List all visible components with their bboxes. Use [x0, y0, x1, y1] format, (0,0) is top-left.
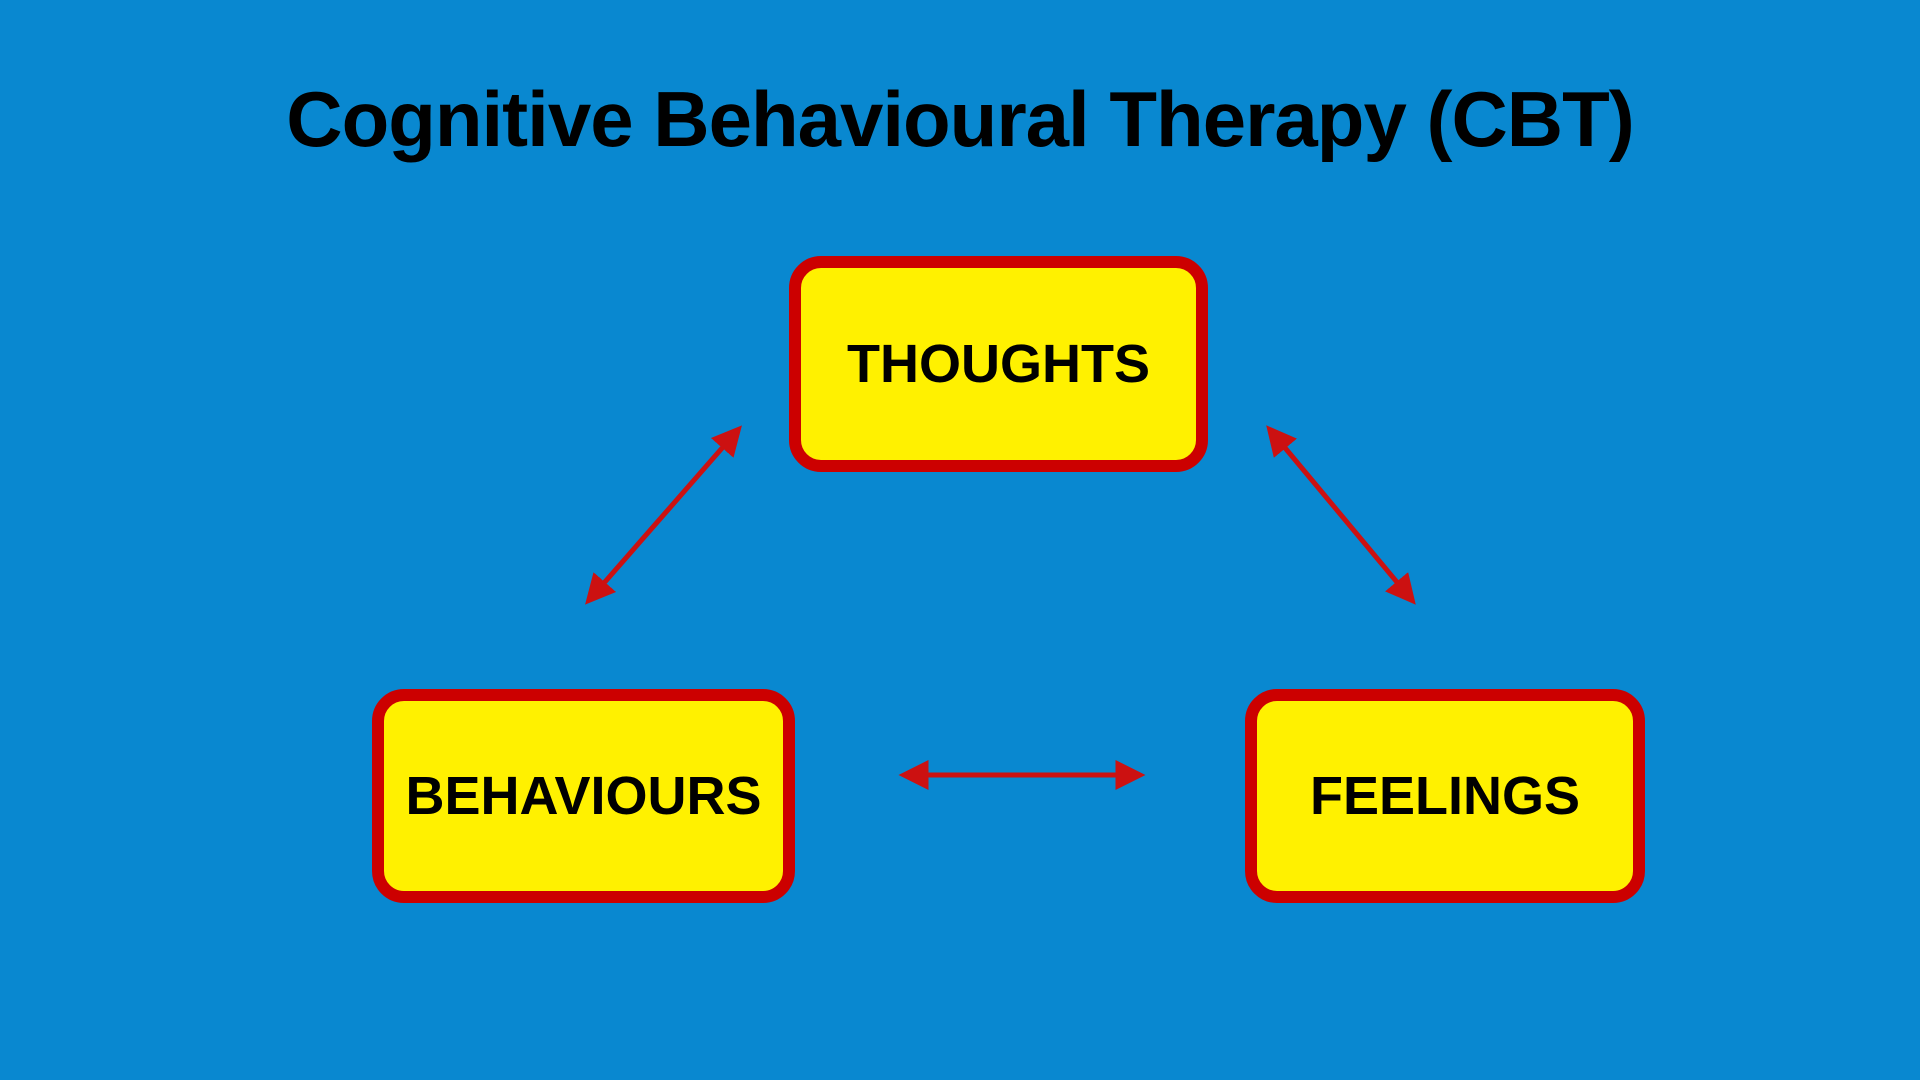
- node-feelings-label: FEELINGS: [1309, 766, 1581, 826]
- node-thoughts-label: THOUGHTS: [847, 334, 1150, 394]
- node-behaviours-label: BEHAVIOURS: [405, 766, 762, 826]
- node-behaviours: BEHAVIOURS: [372, 689, 795, 903]
- slide-title: Cognitive Behavioural Therapy (CBT): [286, 75, 1635, 163]
- node-feelings: FEELINGS: [1245, 689, 1645, 903]
- arrow-thoughts-feelings: [1266, 425, 1416, 605]
- node-thoughts: THOUGHTS: [789, 256, 1208, 472]
- arrow-thoughts-behaviours: [585, 425, 742, 605]
